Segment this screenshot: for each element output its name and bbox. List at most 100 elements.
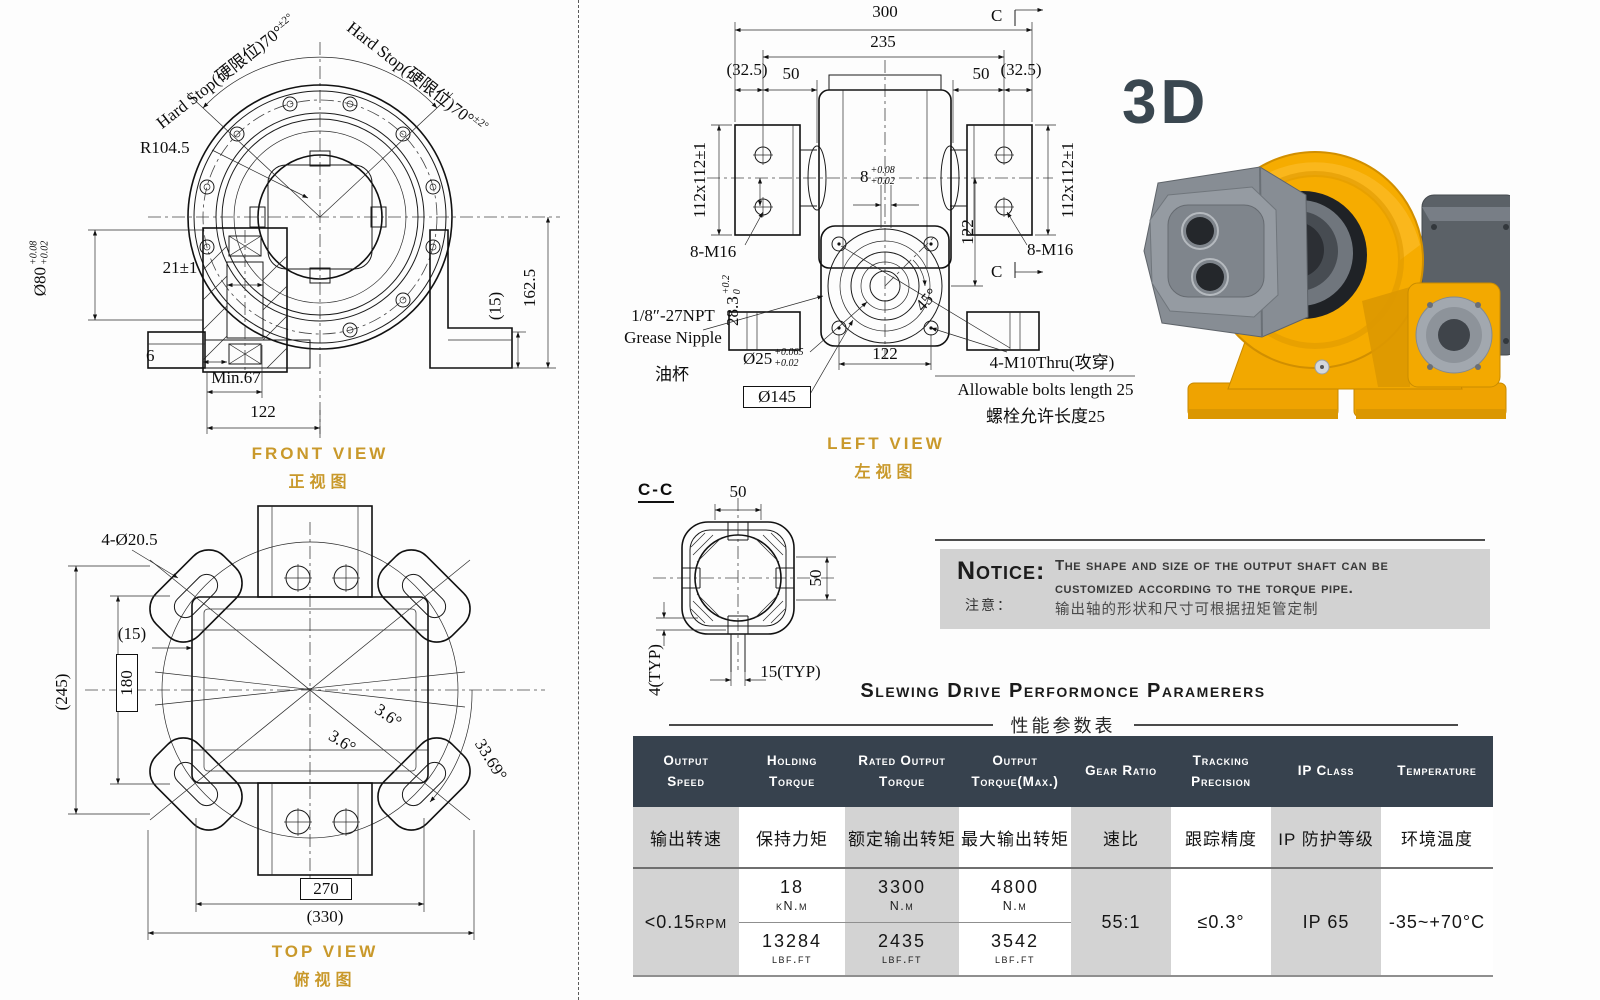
col-header: IP Class xyxy=(1271,736,1381,807)
cell-tracking: ≤0.3° xyxy=(1171,869,1271,977)
dim-pilot-bore: Ø25 +0.065+0.02 xyxy=(743,347,804,369)
dim-inner-right: 50 xyxy=(972,64,990,83)
left-view-drawing xyxy=(702,7,1135,397)
notice-top-rule xyxy=(935,539,1485,541)
dim-center-distance: 122 xyxy=(250,402,276,421)
left-view: 300 235 (32.5) 50 50 (32.5) C C 112x112±… xyxy=(595,0,1140,492)
dim-hub-length: 21±1 xyxy=(162,258,198,277)
render-3d-label: 3D xyxy=(1122,68,1210,137)
top-view-label: TOP VIEW xyxy=(271,942,379,961)
left-view-label-cn: 左视图 xyxy=(854,464,918,481)
cell-gear-ratio: 55:1 xyxy=(1071,869,1171,977)
notice-title-cn: 注意： xyxy=(965,597,1013,613)
subtitle-rule-right xyxy=(1133,724,1458,726)
render-3d: 3D xyxy=(1110,55,1510,450)
dim-width-ref: (245) xyxy=(52,673,71,711)
table-title: Slewing Drive Performonce Paramerers xyxy=(860,680,1266,702)
slewing-drive-render xyxy=(1143,151,1510,419)
section-mark-bottom: C xyxy=(991,262,1003,281)
base-feet xyxy=(147,229,513,369)
notice-title: Notice: xyxy=(957,557,1046,585)
front-view-label-cn: 正视图 xyxy=(288,474,352,491)
section-mark-top: C xyxy=(991,6,1003,25)
dim-pitch-vertical: 122 xyxy=(958,219,977,245)
col-header-cn: IP 防护等级 xyxy=(1271,807,1381,869)
dim-length-ref: (330) xyxy=(306,907,344,926)
dim-mount-holes: 4-Ø20.5 xyxy=(101,530,158,549)
dim-edge-right: (32.5) xyxy=(1000,60,1042,79)
front-view: Hard Stop(硬限位)70°±2° Hard Stop(硬限位)70°±2… xyxy=(0,0,578,500)
table-subtitle: 性能参数表 xyxy=(1010,716,1116,736)
top-view-drawing xyxy=(68,505,545,940)
subtitle-rule-left xyxy=(668,724,993,726)
dim-pitch-horizontal: 122 xyxy=(872,344,898,363)
dim-bolts-left: 8-M16 xyxy=(690,242,737,261)
col-header-cn: 最大输出转矩 xyxy=(959,807,1071,869)
col-header-cn: 环境温度 xyxy=(1381,807,1493,869)
top-view: 4-Ø20.5 (15) (245) 180 3.6° 3.6° 33.69° … xyxy=(0,500,578,1000)
allowable-bolts-en: Allowable bolts length 25 xyxy=(957,380,1134,399)
table-subtitle-row: 性能参数表 xyxy=(628,712,1498,738)
dim-cc-typ15: 15(TYP) xyxy=(760,662,821,681)
dim-radius: R104.5 xyxy=(140,138,190,157)
grease-nipple-line2: Grease Nipple xyxy=(624,328,722,347)
section-cc: C-C 50 50 4(TYP) 15(TYP) xyxy=(598,470,910,710)
grease-nipple-cn: 油杯 xyxy=(655,365,689,384)
dim-spacing-h: 270 xyxy=(300,878,352,900)
dim-overall: 300 xyxy=(872,2,898,21)
col-header-cn: 额定输出转矩 xyxy=(845,807,959,869)
dim-square-right: 112x112±1 xyxy=(1058,141,1077,219)
dim-cc-height: 50 xyxy=(806,569,825,587)
dim-height: 162.5 xyxy=(520,268,539,308)
top-view-label-cn: 俯视图 xyxy=(293,972,357,989)
dim-bolt-span: 235 xyxy=(870,32,896,51)
dim-key-width: 8 +0.08+0.02 xyxy=(860,165,895,187)
section-cc-label: C-C xyxy=(638,480,675,503)
section-divider xyxy=(578,0,579,1000)
parameter-table: Slewing Drive Performonce Paramerers 性能参… xyxy=(628,672,1498,987)
dim-inner-left: 50 xyxy=(782,64,800,83)
dim-spacing-v: 180 xyxy=(116,654,138,712)
square-block-left xyxy=(734,124,801,236)
dim-min-length: Min.67 xyxy=(211,368,261,387)
cell-ip-class: IP 65 xyxy=(1271,869,1381,977)
dim-bolts-right: 8-M16 xyxy=(1027,240,1074,259)
cell-temperature: -35~+70°C xyxy=(1381,869,1493,977)
dim-plate-thickness: (15) xyxy=(485,291,505,321)
notice-body: The shape and size of the output shaft c… xyxy=(1055,555,1465,622)
dim-edge-left: (32.5) xyxy=(726,60,768,79)
dim-square-left: 112x112±1 xyxy=(690,141,709,219)
square-block-right xyxy=(966,124,1033,236)
notice-panel: Notice: 注意： The shape and size of the ou… xyxy=(925,533,1493,637)
allowable-bolts-cn: 螺栓允许长度25 xyxy=(986,407,1105,426)
front-view-label: FRONT VIEW xyxy=(251,444,389,463)
col-header-cn: 跟踪精度 xyxy=(1171,807,1271,869)
section-cc-drawing xyxy=(653,498,838,686)
col-header-cn: 速比 xyxy=(1071,807,1171,869)
col-header: Gear Ratio xyxy=(1071,736,1171,807)
base-feet xyxy=(728,311,1040,351)
left-view-label: LEFT VIEW xyxy=(827,434,945,453)
worm-housing-section xyxy=(202,227,288,373)
grease-nipple-line1: 1/8″-27NPT xyxy=(631,306,715,325)
dim-flange-diameter: Ø145 xyxy=(743,386,811,408)
dim-plate-ref: (15) xyxy=(117,624,147,643)
notice-box xyxy=(940,549,1490,629)
cell-output-speed: <0.15rpm xyxy=(633,869,739,977)
notice-body-cn: 输出轴的形状和尺寸可根据扭矩管定制 xyxy=(1055,602,1319,618)
motor-block-top xyxy=(257,505,373,598)
dim-motor-bolts: 4-M10Thru(攻穿) xyxy=(989,353,1115,372)
hatching xyxy=(690,532,786,624)
col-header: Temperature xyxy=(1381,736,1493,807)
dim-cc-width: 50 xyxy=(729,482,747,501)
